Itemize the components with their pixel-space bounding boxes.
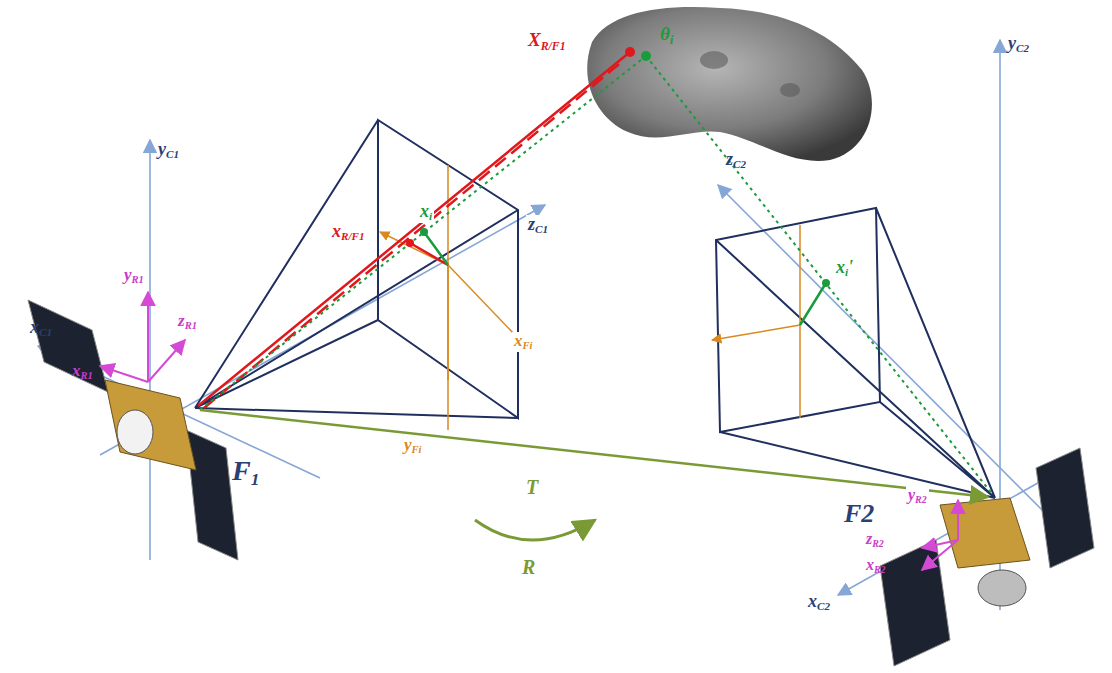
- axis-label: yC2: [1008, 34, 1029, 55]
- asteroid-crater: [700, 51, 728, 69]
- ray: [200, 56, 646, 410]
- translation-arrow: [200, 410, 988, 497]
- asteroid-crater: [780, 83, 800, 97]
- axis-line: [100, 366, 148, 382]
- axis-line: [712, 325, 800, 340]
- axis-label: xR2: [866, 556, 886, 576]
- axis-line: [149, 140, 151, 560]
- rotation-arrow: [475, 520, 595, 540]
- axis-line: [957, 500, 959, 540]
- image-vector: [410, 243, 448, 265]
- axis-label: zC1: [526, 215, 550, 236]
- spacecraft: [28, 300, 238, 560]
- ray: [198, 52, 630, 406]
- axis-label: T: [526, 476, 538, 498]
- axis-line: [718, 185, 1080, 548]
- axis-label: zC2: [726, 150, 746, 171]
- axis-label: F1: [232, 456, 259, 489]
- axis-line: [448, 265, 515, 335]
- image-vector: [800, 283, 826, 325]
- axis-label: yFi: [402, 436, 424, 456]
- axis-label: zR2: [866, 530, 884, 550]
- ray: [646, 56, 993, 495]
- axis-label: xi: [418, 202, 434, 223]
- axis-label: xC1: [30, 318, 52, 339]
- axis-label: R: [522, 556, 535, 578]
- axis-label: xFi: [512, 332, 534, 352]
- point-marker: [641, 51, 651, 61]
- axis-line: [38, 346, 320, 478]
- point-marker: [625, 47, 635, 57]
- axis-line: [922, 540, 958, 570]
- axis-label: F2: [844, 500, 874, 529]
- axis-label: yR2: [906, 486, 929, 506]
- axis-label: xR1: [72, 362, 93, 382]
- image-vector: [424, 232, 448, 265]
- axis-label: yC1: [158, 140, 179, 161]
- axis-label: yR1: [124, 266, 144, 286]
- axis-label: XR/F1: [528, 30, 566, 53]
- axis-label: zR1: [178, 312, 197, 332]
- axis-label: xR/F1: [330, 222, 367, 243]
- axis-line: [799, 225, 801, 418]
- axis-line: [447, 265, 449, 430]
- asteroid: [587, 7, 872, 161]
- axis-label: xC2: [808, 592, 830, 613]
- axis-label: θi: [660, 24, 673, 47]
- axis-line: [148, 340, 185, 382]
- axis-label: xi': [834, 258, 855, 279]
- axis-line: [147, 292, 149, 382]
